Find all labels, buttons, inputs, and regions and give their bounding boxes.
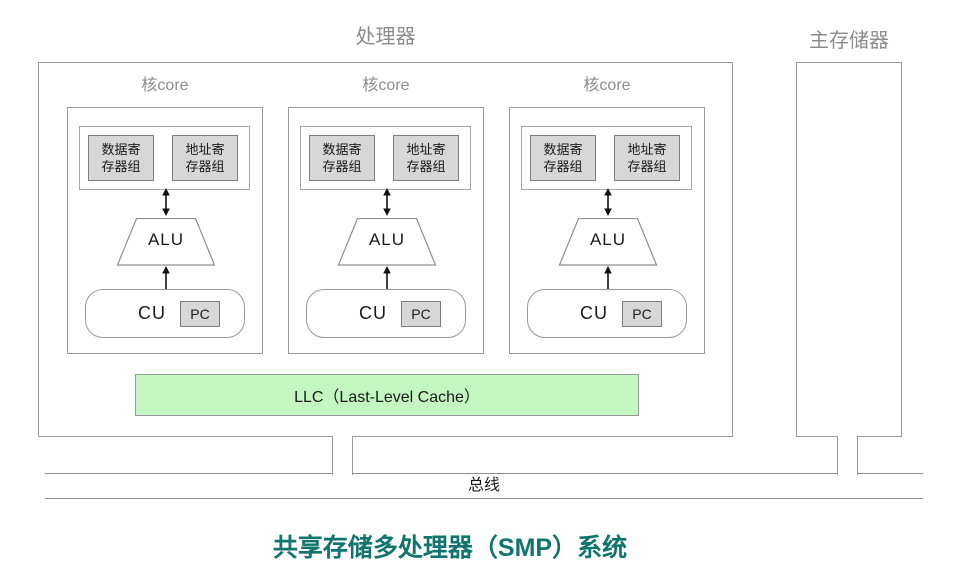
main-memory-box	[796, 62, 902, 437]
core-3-alu: ALU	[558, 217, 658, 266]
up-arrow-icon	[604, 266, 612, 289]
core-1-box: 数据寄 存器组 地址寄 存器组 ALU	[67, 107, 263, 354]
core-2-label: 核core	[362, 77, 410, 94]
core-3-address-register: 地址寄 存器组	[614, 135, 680, 181]
address-register-line1: 地址寄	[627, 142, 667, 157]
core-2-cu: CU PC	[306, 289, 466, 338]
diagram-caption: 共享存储多处理器（SMP）系统	[272, 534, 628, 562]
core-1-cu: CU PC	[85, 289, 245, 338]
main-memory-title: 主存储器	[809, 30, 889, 52]
core-2: 核core 数据寄 存器组 地址寄 存器组	[288, 76, 484, 354]
cu-label: CU	[359, 303, 387, 323]
processor-bus-connector	[332, 436, 353, 475]
core-1-pc: PC	[180, 300, 220, 327]
core-3-label: 核core	[583, 77, 631, 94]
address-register-line2: 存器组	[185, 159, 225, 174]
core-1-register-group: 数据寄 存器组 地址寄 存器组	[79, 126, 250, 190]
double-arrow-icon	[604, 188, 612, 216]
up-arrow-icon	[383, 266, 391, 289]
data-register-line1: 数据寄	[322, 142, 362, 157]
alu-label: ALU	[589, 230, 627, 249]
cu-label: CU	[138, 303, 166, 323]
core-3-pc: PC	[622, 300, 662, 327]
data-register-line2: 存器组	[101, 159, 141, 174]
alu-trapezoid-icon	[337, 217, 437, 266]
processor-title: 处理器	[355, 26, 416, 48]
data-register-line2: 存器组	[543, 159, 583, 174]
address-register-line1: 地址寄	[185, 142, 225, 157]
core-2-address-register: 地址寄 存器组	[393, 135, 459, 181]
core-3-data-register: 数据寄 存器组	[530, 135, 596, 181]
core-1-data-register: 数据寄 存器组	[88, 135, 154, 181]
core-1-alu: ALU	[116, 217, 216, 266]
alu-trapezoid-icon	[116, 217, 216, 266]
alu-label: ALU	[147, 230, 185, 249]
core-2-register-group: 数据寄 存器组 地址寄 存器组	[300, 126, 471, 190]
double-arrow-icon	[383, 188, 391, 216]
address-register-line2: 存器组	[406, 159, 446, 174]
core-2-box: 数据寄 存器组 地址寄 存器组 ALU	[288, 107, 484, 354]
core-2-alu: ALU	[337, 217, 437, 266]
double-arrow-icon	[162, 188, 170, 216]
core-3-register-group: 数据寄 存器组 地址寄 存器组	[521, 126, 692, 190]
core-3: 核core 数据寄 存器组 地址寄 存器组	[509, 76, 705, 354]
address-register-line1: 地址寄	[406, 142, 446, 157]
data-register-line2: 存器组	[322, 159, 362, 174]
core-1: 核core 数据寄 存器组 地址寄 存器组	[67, 76, 263, 354]
core-2-data-register: 数据寄 存器组	[309, 135, 375, 181]
core-1-address-register: 地址寄 存器组	[172, 135, 238, 181]
alu-trapezoid-icon	[558, 217, 658, 266]
core-2-pc: PC	[401, 300, 441, 327]
alu-label: ALU	[368, 230, 406, 249]
system-bus: 总线	[45, 473, 923, 499]
address-register-line2: 存器组	[627, 159, 667, 174]
core-3-box: 数据寄 存器组 地址寄 存器组 ALU	[509, 107, 705, 354]
data-register-line1: 数据寄	[101, 142, 141, 157]
cu-label: CU	[580, 303, 608, 323]
up-arrow-icon	[162, 266, 170, 289]
core-1-label: 核core	[141, 77, 189, 94]
memory-bus-connector	[837, 436, 858, 475]
core-3-cu: CU PC	[527, 289, 687, 338]
llc-cache-box: LLC（Last-Level Cache）	[135, 374, 639, 416]
data-register-line1: 数据寄	[543, 142, 583, 157]
